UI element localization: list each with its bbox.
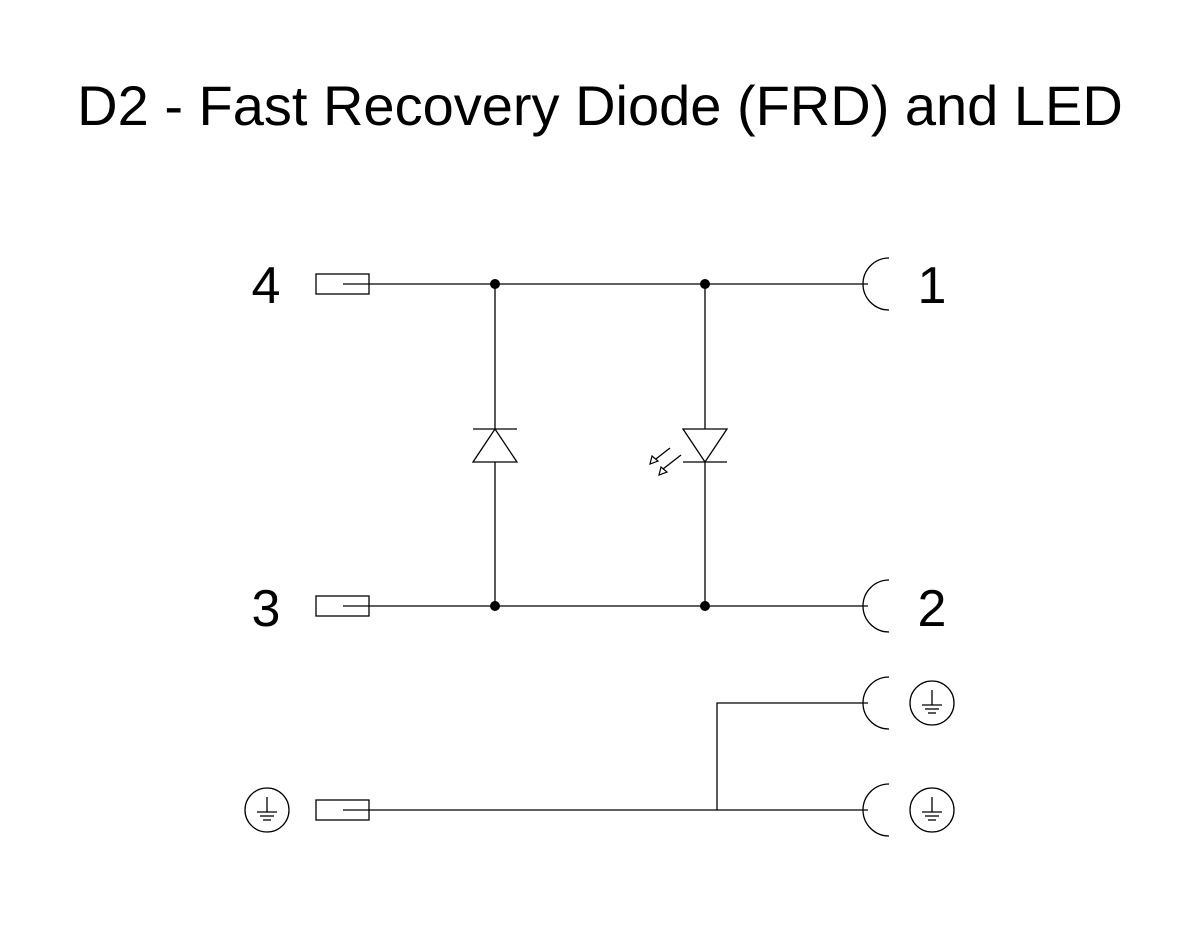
wire-ground-branch — [716, 702, 868, 810]
protective-earth-icon — [244, 787, 290, 833]
light-emission-arrows-icon — [649, 447, 682, 476]
led-icon — [649, 428, 729, 476]
female-socket-ground-upper-icon — [862, 676, 890, 730]
male-pin-4-icon — [315, 273, 370, 295]
male-pin-3-icon — [315, 595, 370, 617]
junction-dot — [490, 279, 500, 289]
diode-icon — [471, 427, 519, 463]
pin-label-2: 2 — [918, 580, 947, 638]
protective-earth-icon — [909, 680, 955, 726]
pin-label-3: 3 — [252, 580, 281, 638]
pin-label-1: 1 — [918, 257, 947, 315]
female-socket-ground-lower-icon — [862, 783, 890, 837]
pin-label-4: 4 — [252, 257, 281, 315]
female-socket-1-icon — [862, 257, 890, 311]
male-pin-ground-icon — [315, 799, 370, 821]
junction-dot — [700, 279, 710, 289]
junction-dot — [490, 601, 500, 611]
diagram-title: D2 - Fast Recovery Diode (FRD) and LED — [77, 74, 1123, 137]
protective-earth-icon — [909, 787, 955, 833]
female-socket-2-icon — [862, 579, 890, 633]
junction-dot — [700, 601, 710, 611]
